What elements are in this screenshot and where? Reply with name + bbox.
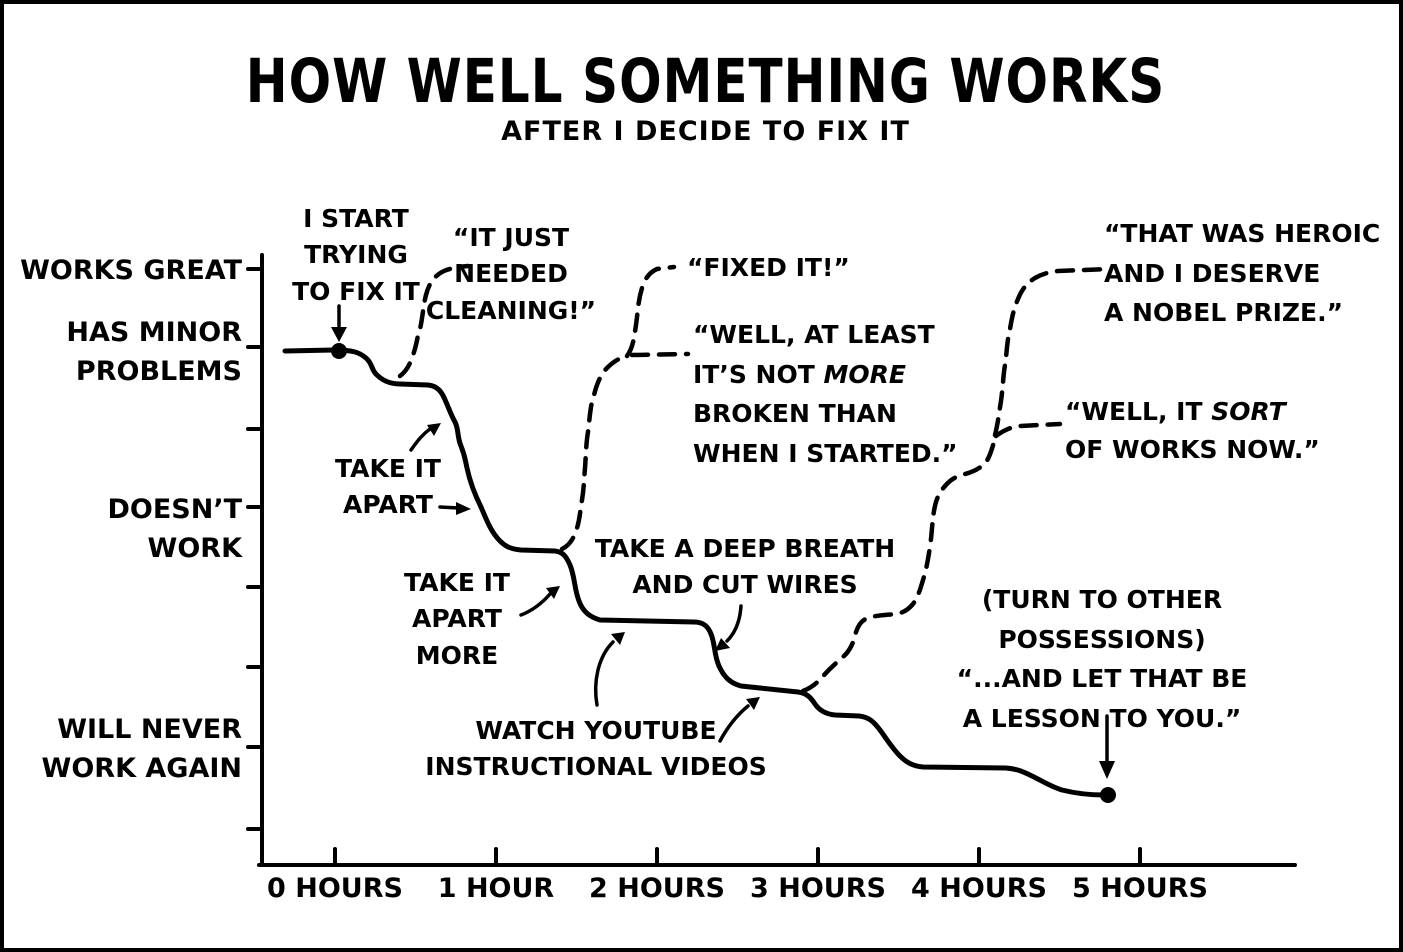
chart-plot-area [246,253,1297,867]
x-label-4-hours: 4 HOURS [911,873,1047,904]
annotation-not-more-broken: “WELL, AT LEAST IT’S NOT MORE BROKEN THA… [693,315,958,473]
dashed-nobel-rise [800,439,997,694]
end-point-dot [1100,787,1116,803]
dashed-fixed-it-lower [629,351,691,358]
solid-condition-curve [282,347,1107,798]
take-apart-arrow-right-shaft [438,505,460,510]
y-label-has-minor-problems: HAS MINOR PROBLEMS [66,317,242,388]
lesson-arrow-head [1099,761,1115,779]
youtube-arrow-left [593,632,625,707]
dashed-sort-of-lower [993,421,1063,439]
take-apart-more-arrow-shaft [519,592,552,617]
deep-breath-arrow [715,604,743,651]
annotation-take-it-apart: TAKE IT APART [335,454,441,520]
annotation-start-trying: I START TRYING TO FIX IT [292,204,420,306]
dashed-fixed-it-upper [624,264,677,359]
annotation-deep-breath-cut-wires: TAKE A DEEP BREATH AND CUT WIRES [594,534,896,600]
x-label-0-hours: 0 HOURS [267,873,403,904]
y-axis [246,253,264,867]
take-apart-arrow-up-head [427,423,441,436]
annotation-sort-of-works-before: “WELL, IT [1065,397,1212,426]
annotation-sort-of-works-after: OF WORKS NOW.” [1065,434,1320,464]
youtube-arrow-right-shaft [718,704,750,743]
annotation-not-more-broken-after: BROKEN THAN WHEN I STARTED.” [693,399,958,468]
take-apart-more-arrow [519,586,560,617]
annotation-fixed-it: “FIXED IT!” [687,253,850,282]
annotation-take-it-apart-more: TAKE IT APART MORE [404,568,510,670]
start-arrow [331,304,347,342]
deep-breath-arrow-head [715,638,730,651]
take-apart-arrow-right [438,502,471,515]
dashed-fixed-it-rise [559,353,630,552]
youtube-arrow-right [718,697,760,743]
dashed-nobel-upper [992,266,1113,438]
x-axis [257,847,1297,867]
dashed-cleaning-path [397,263,471,379]
y-label-doesnt-work: DOESN’T WORK [107,494,242,565]
annotation-not-more-broken-italic-word: MORE [823,359,906,389]
chart-subtitle: AFTER I DECIDE TO FIX IT [501,116,910,147]
youtube-arrow-left-head [611,632,625,645]
x-axis-ticks [333,847,1142,867]
lesson-arrow [1099,714,1115,779]
annotation-just-needed-cleaning: “IT JUST NEEDED CLEANING!” [425,223,597,325]
annotation-nobel-prize: “THAT WAS HEROIC AND I DESERVE A NOBEL P… [1104,219,1381,327]
y-axis-ticks [246,267,264,831]
annotation-sort-of-works: “WELL, IT SORT OF WORKS NOW.” [1065,393,1320,468]
start-point-dot [331,343,347,359]
annotation-lesson-to-you: (TURN TO OTHER POSSESSIONS) “...AND LET … [956,585,1248,733]
x-label-2-hours: 2 HOURS [589,873,725,904]
take-apart-arrow-up [409,423,441,452]
dashed-branch-cleaning [397,263,471,379]
x-label-1-hour: 1 HOUR [437,873,555,904]
take-apart-arrow-up-shaft [409,427,432,452]
annotation-watch-youtube: WATCH YOUTUBE INSTRUCTIONAL VIDEOS [425,716,767,782]
y-label-will-never-work-again: WILL NEVER WORK AGAIN [41,714,242,785]
start-arrow-head [331,327,347,342]
x-label-3-hours: 3 HOURS [750,873,886,904]
youtube-arrow-left-shaft [593,640,615,707]
dashed-branch-nobel [800,266,1113,694]
youtube-arrow-right-head [746,697,760,710]
annotation-sort-of-works-italic-word: SORT [1211,397,1286,426]
x-label-5-hours: 5 HOURS [1072,873,1208,904]
chart-title: HOW WELL SOMETHING WORKS [245,46,1166,117]
y-label-works-great: WORKS GREAT [20,255,242,286]
dashed-branch-fixed-it [559,264,691,552]
take-apart-more-arrow-head [546,586,560,599]
deep-breath-arrow-shaft [725,604,743,643]
annotation-not-more-broken-before: “WELL, AT LEAST IT’S NOT [693,320,935,389]
take-apart-arrow-right-head [456,502,471,515]
